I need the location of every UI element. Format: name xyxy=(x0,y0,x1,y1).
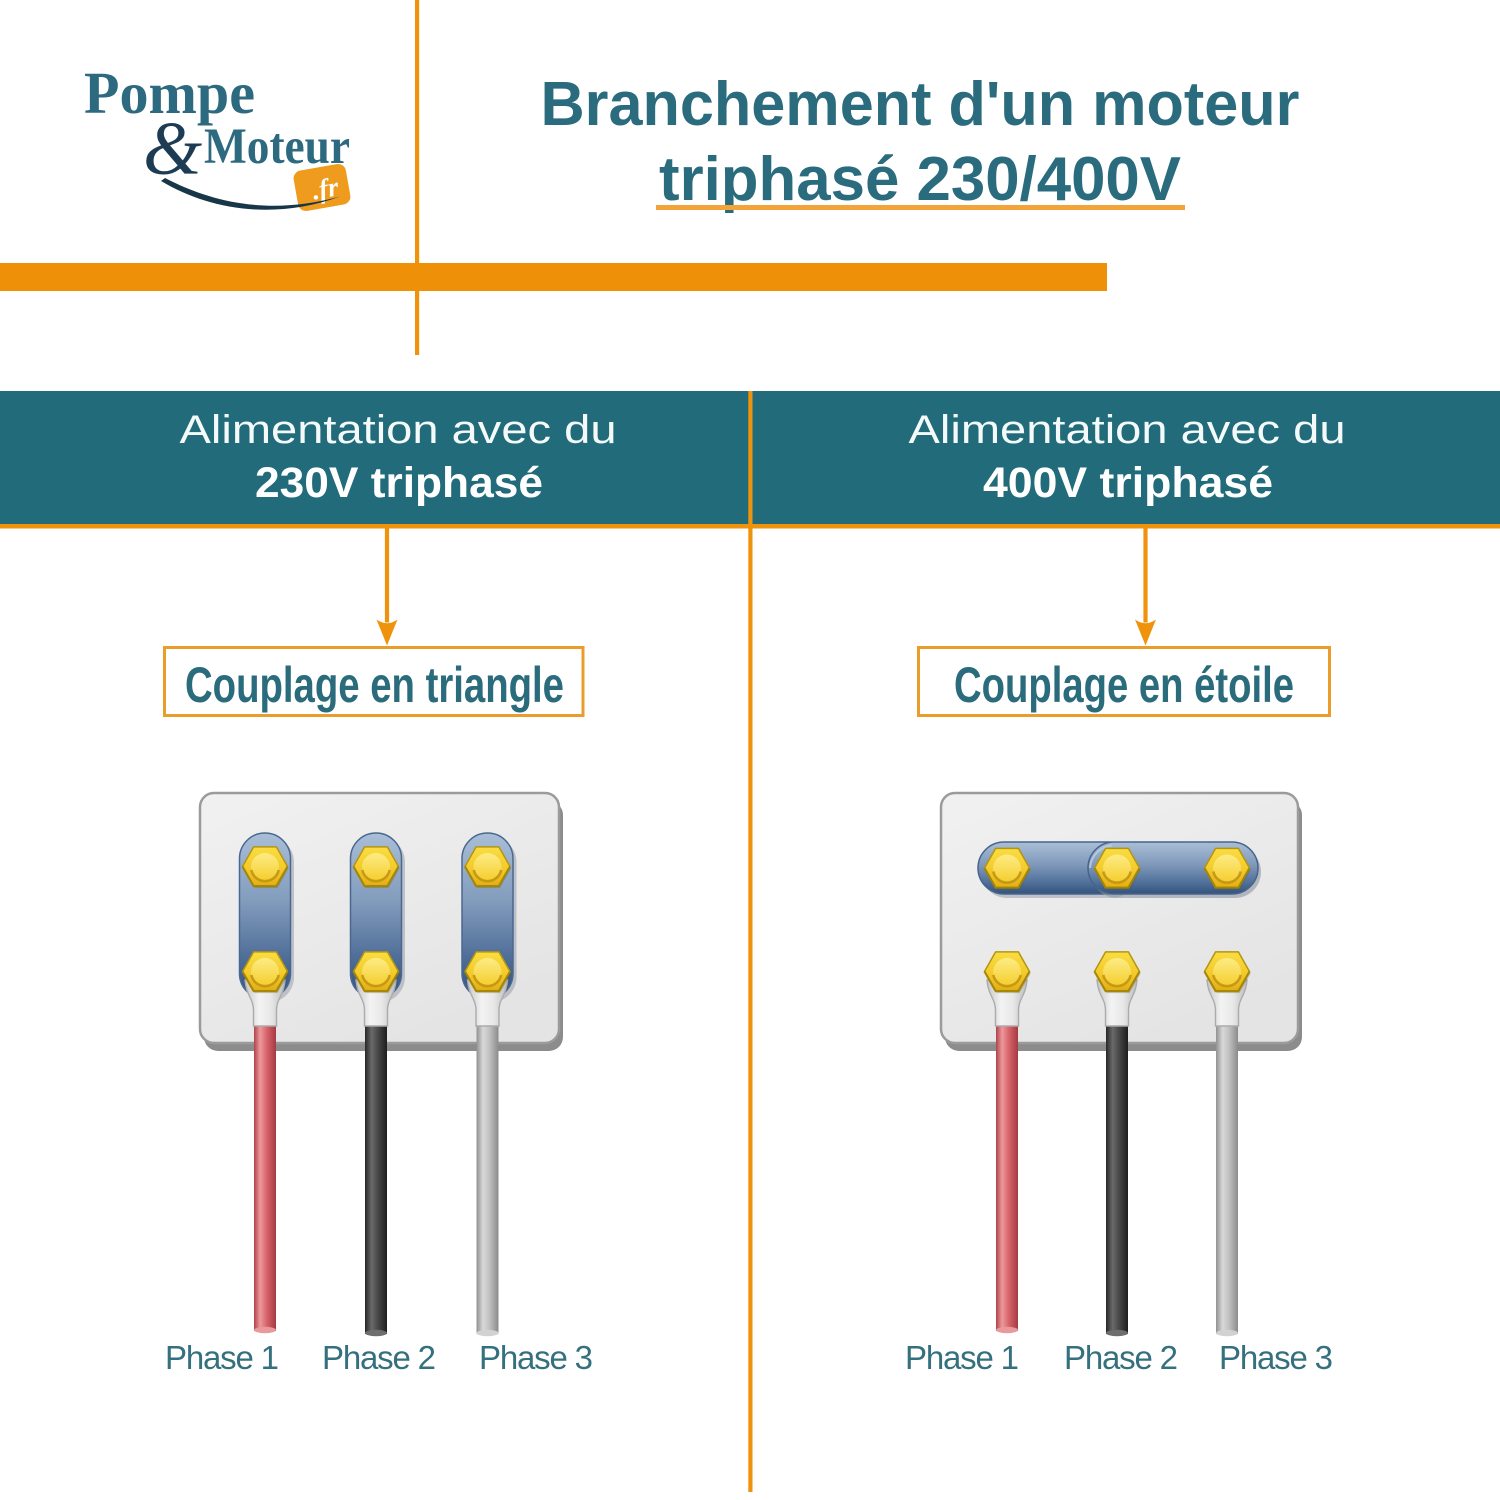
svg-text:Couplage en étoile: Couplage en étoile xyxy=(954,657,1294,713)
svg-text:Alimentation avec du: Alimentation avec du xyxy=(909,408,1346,452)
svg-text:Phase 1: Phase 1 xyxy=(165,1339,279,1376)
svg-text:Branchement d'un moteur: Branchement d'un moteur xyxy=(541,70,1300,139)
svg-text:230V triphasé: 230V triphasé xyxy=(255,459,543,507)
svg-text:Couplage en triangle: Couplage en triangle xyxy=(185,657,564,713)
svg-text:Phase 3: Phase 3 xyxy=(1219,1339,1333,1376)
svg-text:Moteur: Moteur xyxy=(204,119,350,175)
svg-text:Pompe: Pompe xyxy=(84,60,255,126)
svg-text:.fr: .fr xyxy=(310,171,342,205)
svg-text:Alimentation avec du: Alimentation avec du xyxy=(180,408,617,452)
svg-text:Phase 3: Phase 3 xyxy=(479,1339,593,1376)
svg-text:triphasé 230/400V: triphasé 230/400V xyxy=(659,145,1181,214)
svg-text:Phase 2: Phase 2 xyxy=(1064,1339,1178,1376)
svg-text:400V triphasé: 400V triphasé xyxy=(983,459,1273,507)
svg-text:&: & xyxy=(143,107,202,191)
svg-text:Phase 2: Phase 2 xyxy=(322,1339,436,1376)
svg-text:Phase 1: Phase 1 xyxy=(905,1339,1019,1376)
